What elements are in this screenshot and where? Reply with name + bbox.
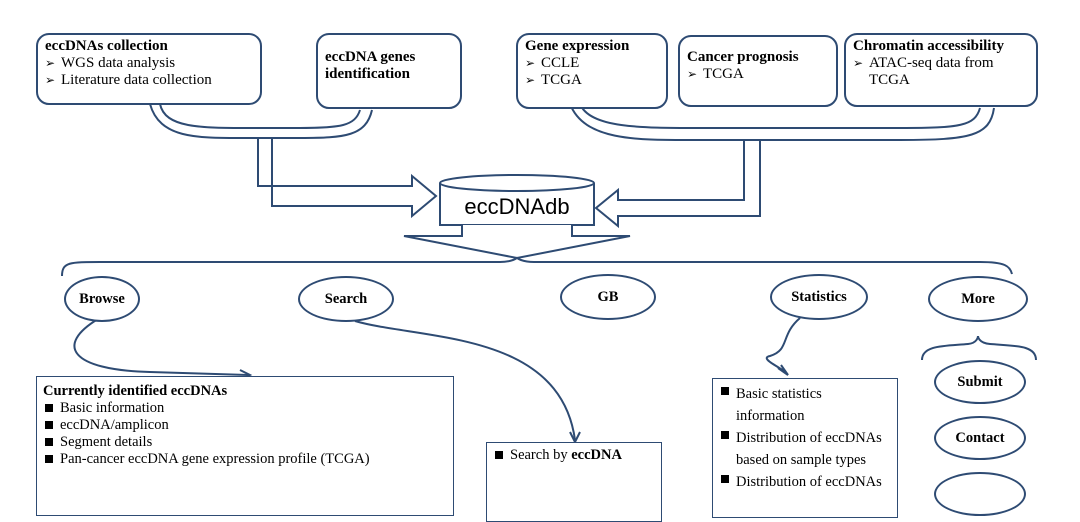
nav-search[interactable]: Search <box>298 276 394 322</box>
nav-statistics-label: Statistics <box>791 288 847 305</box>
nav-submit[interactable]: Submit <box>934 360 1026 404</box>
right-flow-arrow <box>594 139 761 229</box>
collection-item-wgs: WGS data analysis <box>45 55 253 72</box>
more-brace <box>921 335 1037 361</box>
expression-item-ccle: CCLE <box>525 55 659 72</box>
connector-layer <box>61 103 1037 445</box>
browse-panel: Currently identified eccDNAs Basic infor… <box>36 376 454 516</box>
prognosis-item-tcga: TCGA <box>687 66 829 83</box>
nav-statistics[interactable]: Statistics <box>770 274 868 320</box>
browse-item-segment: Segment details <box>43 434 447 451</box>
nav-more-label: More <box>961 290 995 307</box>
chromatin-item-atac: ATAC-seq data from TCGA <box>853 55 1029 89</box>
nav-brace <box>61 256 1013 277</box>
right-bracket-connector <box>579 103 981 129</box>
statistics-link <box>765 317 801 373</box>
cancer-prognosis-box: Cancer prognosis TCGA <box>678 35 838 107</box>
search-panel: Search by eccDNA <box>486 442 662 522</box>
stats-item-sample-types: Distribution of eccDNAs based on sample … <box>719 427 891 471</box>
collection-item-literature: Literature data collection <box>45 72 253 89</box>
browse-item-basic: Basic information <box>43 400 447 417</box>
nav-gb[interactable]: GB <box>560 274 656 320</box>
search-link <box>354 320 576 441</box>
left-flow-arrow <box>257 137 438 219</box>
search-item-bold: eccDNA <box>571 447 622 463</box>
gene-expression-box: Gene expression CCLE TCGA <box>516 33 668 109</box>
down-flow-arrow <box>403 225 631 260</box>
browse-item-amplicon: eccDNA/amplicon <box>43 417 447 434</box>
nav-search-label: Search <box>324 290 368 307</box>
nav-more[interactable]: More <box>928 276 1028 322</box>
stats-item-distribution: Distribution of eccDNAs <box>719 471 891 493</box>
browse-item-pancancer: Pan-cancer eccDNA gene expression profil… <box>43 451 447 468</box>
search-item-prefix: Search by <box>510 447 572 463</box>
eccdna-collection-title: eccDNAs collection <box>45 38 168 54</box>
nav-browse-label: Browse <box>79 290 125 307</box>
left-bracket-connector <box>159 103 361 129</box>
stats-item-basic: Basic statistics information <box>719 383 891 427</box>
search-item-eccdna: Search by eccDNA <box>493 447 655 464</box>
nav-contact[interactable]: Contact <box>934 416 1026 460</box>
statistics-panel: Basic statistics information Distributio… <box>712 378 898 518</box>
eccdna-genes-box: eccDNA genes identification <box>316 33 462 109</box>
nav-submit-label: Submit <box>957 373 1003 390</box>
browse-panel-title: Currently identified eccDNAs <box>43 383 228 399</box>
expression-item-tcga: TCGA <box>525 72 659 89</box>
browse-link <box>73 318 249 376</box>
nav-more-extra[interactable] <box>934 472 1026 516</box>
chromatin-accessibility-title: Chromatin accessibility <box>853 38 1004 54</box>
eccdna-genes-title: eccDNA genes identification <box>325 49 416 82</box>
cancer-prognosis-title: Cancer prognosis <box>687 49 799 65</box>
nav-contact-label: Contact <box>955 429 1005 446</box>
gene-expression-title: Gene expression <box>525 38 630 54</box>
nav-gb-label: GB <box>597 288 619 305</box>
database-label: eccDNAdb <box>464 194 570 219</box>
chromatin-accessibility-box: Chromatin accessibility ATAC-seq data fr… <box>844 33 1038 107</box>
eccdna-collection-box: eccDNAs collection WGS data analysis Lit… <box>36 33 262 105</box>
nav-browse[interactable]: Browse <box>64 276 140 322</box>
